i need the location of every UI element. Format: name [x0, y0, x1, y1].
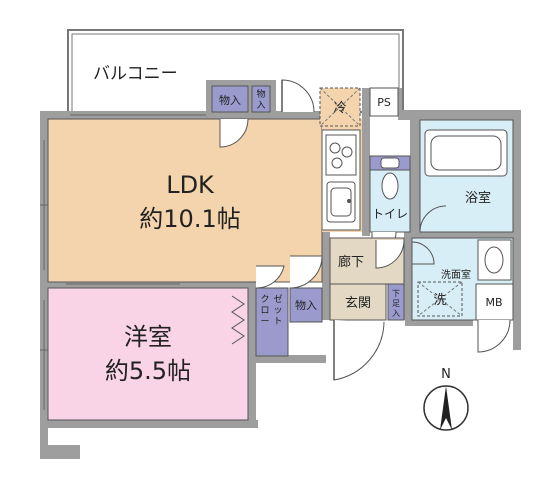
svg-text:ー: ー: [260, 317, 269, 327]
svg-text:下: 下: [392, 289, 400, 298]
washer-label: 洗: [433, 293, 446, 308]
balcony-door[interactable]: [281, 79, 315, 113]
bathroom: 浴室: [419, 119, 514, 233]
svg-text:ト: ト: [273, 317, 282, 327]
western-door[interactable]: [255, 265, 285, 289]
entrance-label: 玄関: [345, 296, 371, 311]
ldk-floor: [47, 118, 323, 283]
svg-text:足: 足: [392, 299, 400, 308]
western-room: 洋室 約5.5帖: [40, 283, 249, 421]
toilet-icon: [380, 157, 400, 200]
ldk-name: LDK: [166, 171, 215, 199]
storage-top-2: 物 入: [251, 85, 271, 113]
ldk-hall-door[interactable]: [219, 118, 249, 148]
sink-icon: [326, 181, 356, 223]
western-size: 約5.5帖: [105, 357, 191, 385]
storage-top-1: 物入: [211, 85, 249, 113]
toilet-label: トイレ: [372, 207, 408, 221]
bathroom-label: 浴室: [465, 190, 491, 206]
compass-icon: N: [423, 367, 469, 431]
svg-text:ク: ク: [260, 294, 269, 305]
washer-space: 洗: [417, 281, 463, 317]
svg-text:物: 物: [256, 88, 265, 100]
svg-text:ッ: ッ: [273, 306, 282, 316]
entrance-door: [333, 320, 385, 381]
shoe-box: [387, 283, 405, 321]
corridor-label: 廊下: [338, 254, 364, 270]
bathtub-icon: [424, 129, 508, 177]
svg-text:入: 入: [392, 309, 400, 318]
western-floor: [47, 287, 249, 421]
corridor: 廊下: [289, 237, 405, 289]
ps-label: PS: [377, 96, 391, 109]
balcony-label: バルコニー: [93, 64, 178, 84]
kitchen-counter: [321, 129, 361, 231]
closet: ク ロ ー ゼ ッ ト: [255, 287, 289, 357]
storage-hall: 物入: [289, 287, 323, 323]
ldk-size: 約10.1帖: [139, 205, 240, 233]
mb-label: MB: [485, 296, 502, 309]
svg-text:ゼ: ゼ: [273, 293, 282, 305]
washroom-label: 洗面室: [441, 268, 471, 281]
svg-text:入: 入: [256, 100, 265, 111]
storage-hall-label: 物入: [295, 298, 317, 312]
storage-top-1-label: 物入: [219, 93, 241, 107]
meter-box: MB: [475, 283, 514, 353]
compass-label: N: [441, 367, 451, 382]
western-name: 洋室: [124, 323, 172, 351]
pipe-space: PS: [369, 87, 399, 117]
fridge-label: 冷: [333, 101, 346, 116]
svg-text:ロ: ロ: [260, 306, 269, 316]
fridge-space: 冷: [319, 87, 361, 127]
entrance: 玄関 下 足 入: [329, 283, 405, 381]
